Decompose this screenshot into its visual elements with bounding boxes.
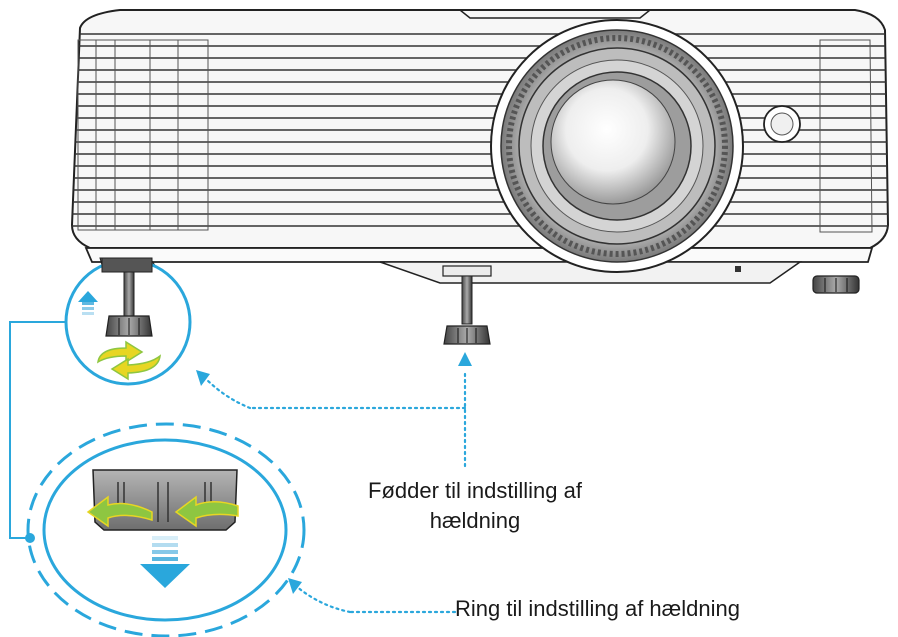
leader-arrowheads <box>196 352 472 594</box>
foot-callout-circle <box>64 257 192 386</box>
ir-sensor <box>763 105 801 143</box>
connector-line <box>9 321 66 539</box>
up-arrow-icon <box>78 291 98 315</box>
down-arrow-icon <box>140 536 190 588</box>
projector-body <box>70 9 890 284</box>
rear-right-foot <box>812 275 860 294</box>
feet-label-line1: Fødder til indstilling af <box>368 478 582 503</box>
ring-zoom-ellipse <box>26 422 306 637</box>
curved-left-arrow-icon <box>86 495 239 528</box>
feet-label: Fødder til indstilling af hældning <box>322 476 628 536</box>
ring-label: Ring til indstilling af hældning <box>455 596 740 621</box>
center-tilt-foot <box>442 265 492 345</box>
feet-label-line2: hældning <box>429 508 521 533</box>
lens <box>490 19 744 273</box>
leader-arrows <box>203 368 467 614</box>
vent-grille <box>72 33 888 227</box>
rotate-arrows-icon <box>97 340 161 381</box>
